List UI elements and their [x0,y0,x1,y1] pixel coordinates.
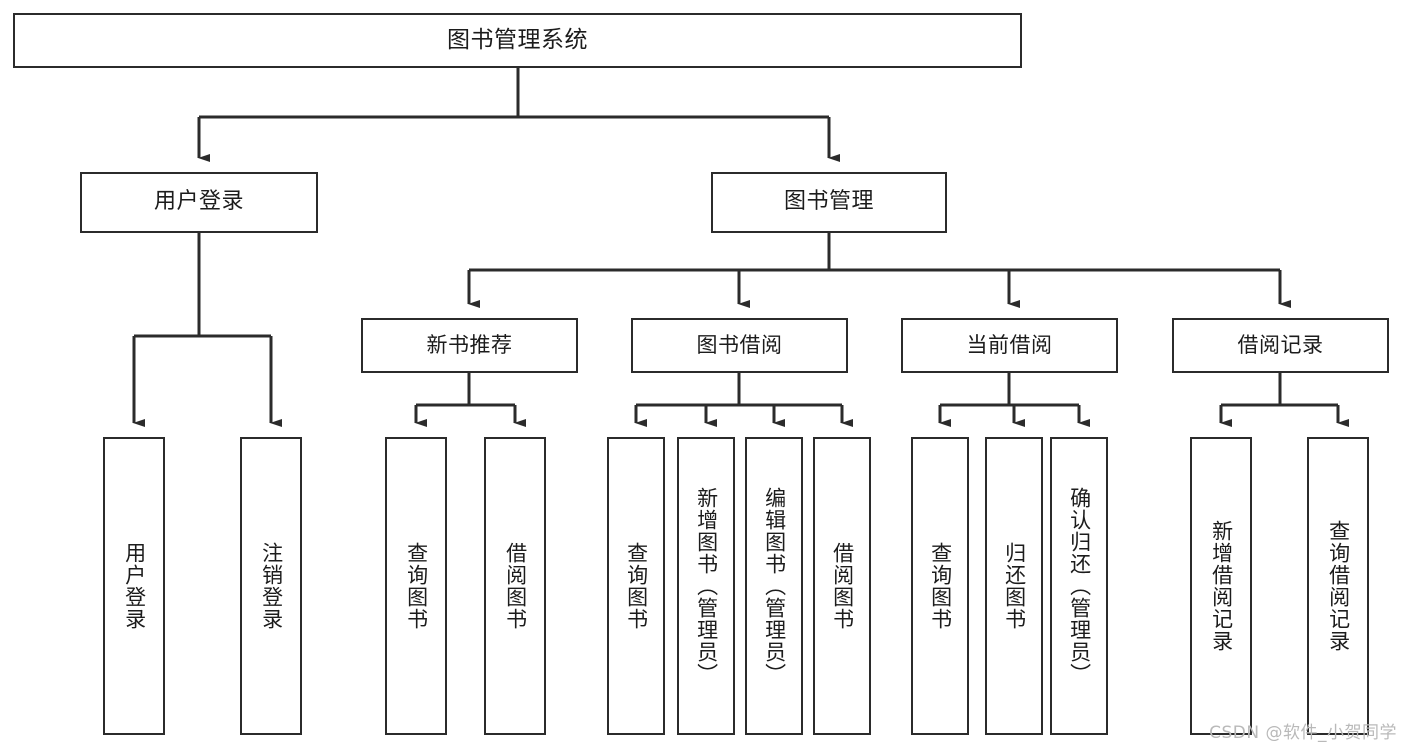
node-root[interactable]: 图书管理系统 [13,13,1022,68]
leaf-user-logout[interactable]: 注销登录 [240,437,302,735]
node-label: 查询图书 [624,542,649,630]
node-label: 查询图书 [928,542,953,630]
node-label: 借阅图书 [830,542,855,630]
node-label: 当前借阅 [966,332,1053,357]
node-label: 用户登录 [153,189,244,215]
leaf-record-add-borrow-record[interactable]: 新增借阅记录 [1190,437,1252,735]
leaf-current-query-book[interactable]: 查询图书 [911,437,969,735]
watermark-text: CSDN @软件_小贺同学 [1209,723,1397,743]
node-label: 注销登录 [259,542,284,630]
node-label: 新增图书（管理员） [694,487,719,685]
leaf-user-login[interactable]: 用户登录 [103,437,165,735]
node-new-book-recommend[interactable]: 新书推荐 [361,318,578,373]
leaf-borrow-edit-book-admin[interactable]: 编辑图书（管理员） [745,437,803,735]
node-book-borrow[interactable]: 图书借阅 [631,318,848,373]
node-current-borrow[interactable]: 当前借阅 [901,318,1118,373]
leaf-borrow-add-book-admin[interactable]: 新增图书（管理员） [677,437,735,735]
leaf-borrow-lend-book[interactable]: 借阅图书 [813,437,871,735]
node-label: 新书推荐 [426,332,513,357]
node-label: 图书借阅 [696,332,783,357]
leaf-record-query-borrow-record[interactable]: 查询借阅记录 [1307,437,1369,735]
leaf-recommend-borrow-book[interactable]: 借阅图书 [484,437,546,735]
node-label: 查询图书 [404,542,429,630]
node-label: 借阅记录 [1237,332,1324,357]
node-label: 编辑图书（管理员） [762,487,787,685]
node-label: 归还图书 [1002,542,1027,630]
node-borrow-record[interactable]: 借阅记录 [1172,318,1389,373]
node-label: 用户登录 [122,542,147,630]
node-user-login[interactable]: 用户登录 [80,172,318,233]
node-label: 确认归还（管理员） [1067,487,1092,685]
node-label: 图书管理 [783,189,874,215]
leaf-recommend-query-book[interactable]: 查询图书 [385,437,447,735]
leaf-borrow-query-book[interactable]: 查询图书 [607,437,665,735]
node-label: 新增借阅记录 [1209,520,1234,652]
leaf-current-return-book[interactable]: 归还图书 [985,437,1043,735]
node-book-manage[interactable]: 图书管理 [711,172,947,233]
node-label: 查询借阅记录 [1326,520,1351,652]
leaf-current-confirm-return-admin[interactable]: 确认归还（管理员） [1050,437,1108,735]
node-label: 图书管理系统 [447,26,588,53]
node-label: 借阅图书 [503,542,528,630]
